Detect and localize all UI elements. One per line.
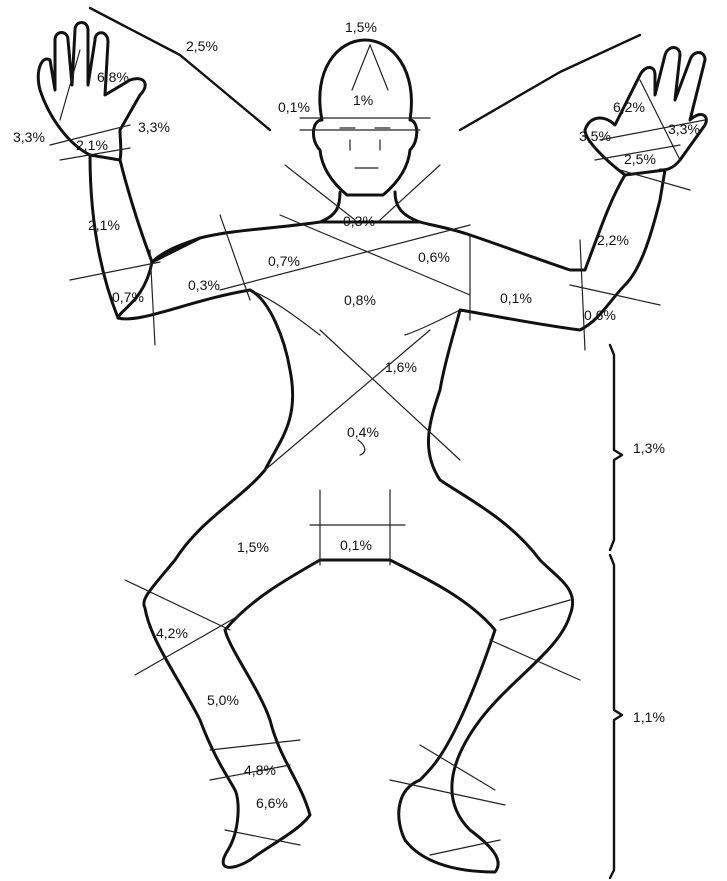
label-r-forearm: 2,1% — [88, 217, 120, 233]
label-r-palm: 6,8% — [97, 69, 129, 85]
label-l-thumb-left: 3,5% — [579, 128, 611, 144]
label-shin: 5,0% — [207, 692, 239, 708]
label-thigh: 1,5% — [237, 539, 269, 555]
label-l-thumb-right: 3,3% — [668, 121, 700, 137]
abdomen-cross-lines — [265, 330, 460, 470]
head-bracket-right — [460, 35, 640, 130]
label-leg-bracket: 1,1% — [633, 709, 665, 725]
neck-lines — [285, 165, 440, 220]
label-r-thumb-right: 3,3% — [138, 119, 170, 135]
label-head-inner: 1% — [353, 92, 373, 108]
label-crotch: 0,1% — [340, 537, 372, 553]
label-r-wrist: 2,1% — [76, 137, 108, 153]
label-abdomen: 0,4% — [347, 424, 379, 440]
label-r-shoulder: 0,7% — [268, 253, 300, 269]
label-chest: 0,8% — [344, 292, 376, 308]
label-l-shoulder: 0,6% — [418, 249, 450, 265]
torso-outline — [118, 170, 665, 872]
label-ear: 0,1% — [278, 99, 310, 115]
leg-bracket — [610, 555, 622, 878]
label-neck: 0,3% — [343, 213, 375, 229]
label-l-forearm: 2,2% — [597, 232, 629, 248]
label-trunk-bracket: 1,3% — [633, 440, 665, 456]
label-abdomen-upper: 1,6% — [385, 359, 417, 375]
label-l-wrist: 2,5% — [624, 151, 656, 167]
label-foot: 6,6% — [256, 795, 288, 811]
label-knee: 4,2% — [156, 625, 188, 641]
label-head-bracket: 2,5% — [186, 38, 218, 54]
crotch-lines — [310, 490, 405, 565]
navel — [358, 440, 365, 455]
face-lines — [350, 140, 380, 150]
label-r-thumb-left: 3,3% — [13, 129, 45, 145]
head-triangle-lines — [352, 45, 388, 90]
label-r-elbow: 0,7% — [112, 289, 144, 305]
label-l-palm: 6,2% — [613, 99, 645, 115]
label-l-upper-arm: 0,1% — [500, 290, 532, 306]
label-l-elbow: 0,6% — [584, 307, 616, 323]
left-ankle-lines — [390, 745, 505, 855]
right-ankle-lines — [210, 740, 300, 845]
left-arm-lines — [470, 235, 660, 350]
label-r-upper-arm: 0,3% — [188, 277, 220, 293]
left-knee-lines — [490, 600, 580, 680]
label-ankle: 4,8% — [244, 762, 276, 778]
label-head-top: 1,5% — [345, 19, 377, 35]
right-arm-outline — [90, 155, 200, 318]
trunk-bracket — [610, 345, 622, 550]
